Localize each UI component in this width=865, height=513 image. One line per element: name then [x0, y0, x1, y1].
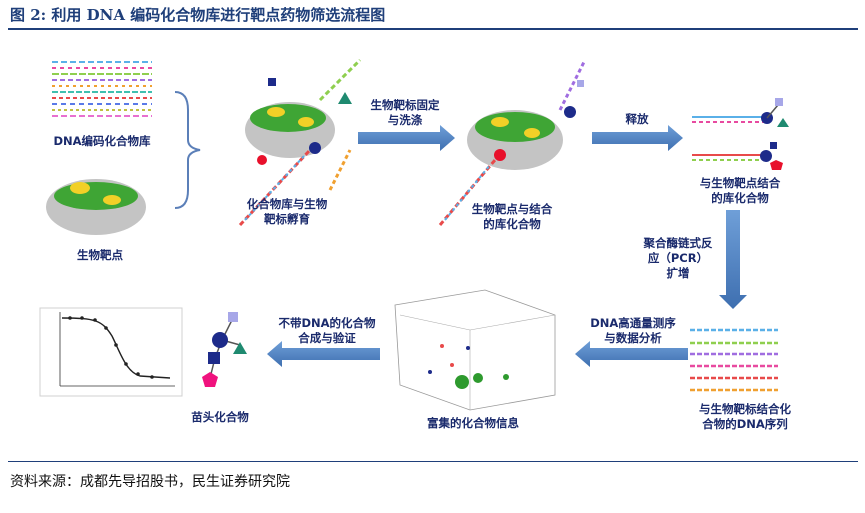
top-rule	[8, 28, 858, 30]
figure-title: 图 2: 利用 DNA 编码化合物库进行靶点药物筛选流程图	[10, 6, 386, 24]
enrichment-3d-plot	[394, 289, 556, 411]
label-release: 释放	[625, 112, 649, 126]
source-note: 资料来源：成都先导招股书，民生证券研究院	[10, 474, 290, 490]
label-hit: 苗头化合物	[191, 410, 249, 424]
label-sequencing: DNA高通量测序 与数据分析	[590, 316, 676, 345]
incubation-graphic	[238, 58, 362, 227]
label-library: DNA编码化合物库	[53, 134, 151, 148]
released-compounds-graphic	[692, 98, 789, 170]
bound-complex-graphic	[438, 59, 587, 226]
arrow-sequencing	[575, 341, 688, 367]
dose-response-chart	[39, 307, 183, 397]
arrow-synthesis	[267, 341, 380, 367]
label-released: 与生物靶点结合 的库化合物	[699, 176, 781, 205]
brace	[174, 91, 201, 209]
dna-library-graphic	[52, 61, 152, 117]
label-fix-wash: 生物靶标固定 与洗涤	[370, 98, 440, 127]
label-bound: 生物靶点与结合 的库化合物	[471, 202, 553, 231]
label-pcr: 聚合酶链式反 应（PCR） 扩增	[643, 236, 713, 280]
protein-target-graphic	[46, 179, 146, 235]
label-target: 生物靶点	[77, 248, 123, 262]
arrow-release	[592, 125, 683, 151]
label-dna-sequences: 与生物靶标结合化 合物的DNA序列	[699, 402, 791, 431]
bottom-rule	[8, 461, 858, 462]
hit-compound-graphic	[202, 312, 247, 387]
label-enriched: 富集的化合物信息	[427, 416, 519, 430]
arrow-pcr	[719, 210, 747, 309]
label-incubation: 化合物库与生物 靶标孵育	[246, 197, 328, 226]
arrow-fix-wash	[358, 125, 455, 151]
dna-sequences-graphic	[690, 328, 778, 392]
label-synthesis: 不带DNA的化合物 合成与验证	[278, 316, 376, 345]
